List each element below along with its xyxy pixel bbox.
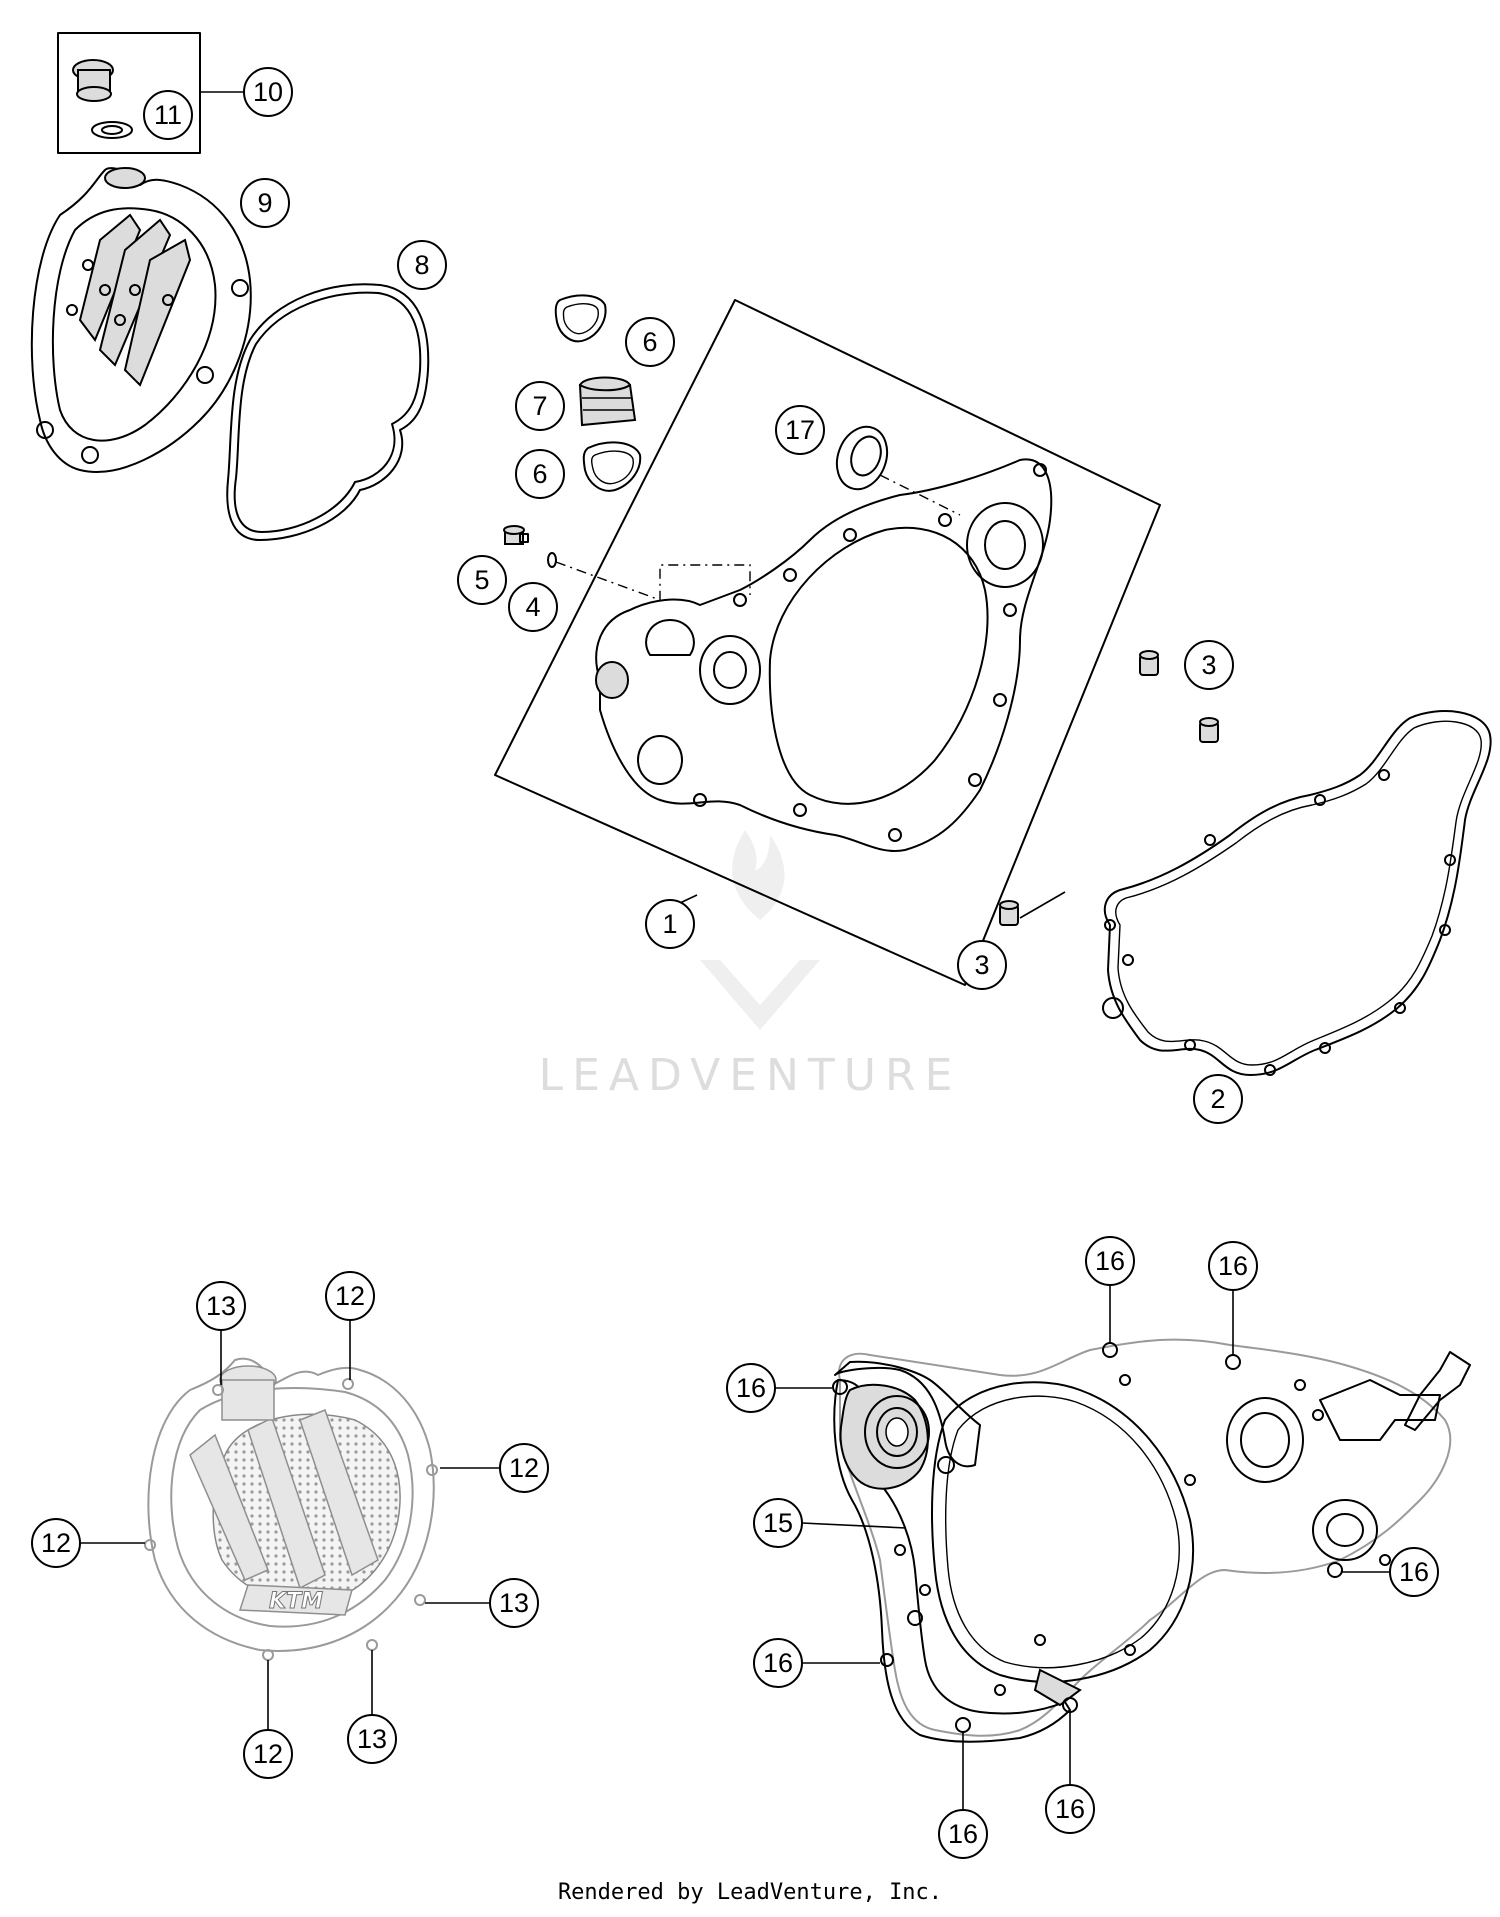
callout-6-top-label: 6 — [642, 327, 657, 357]
callout-12-bottom: 12 — [243, 1729, 293, 1779]
clutch-cover-guard: KTM — [144, 1357, 438, 1661]
callout-16-left-label: 16 — [736, 1373, 766, 1403]
callout-9: 9 — [240, 178, 290, 228]
callout-16-top-right-label: 16 — [1218, 1251, 1248, 1281]
callout-16-mid-left: 16 — [753, 1638, 803, 1688]
dowel-pin-2 — [1199, 717, 1219, 743]
callout-11: 11 — [143, 90, 193, 140]
callout-6-bottom: 6 — [515, 449, 565, 499]
callout-6-top: 6 — [625, 317, 675, 367]
callout-3-bottom-label: 3 — [974, 950, 989, 980]
callout-1: 1 — [645, 899, 695, 949]
ktm-logo: KTM — [269, 1589, 323, 1614]
washer — [547, 552, 557, 568]
oil-plug-box — [57, 32, 201, 154]
leader-lines — [80, 91, 1390, 1810]
callout-6-bottom-label: 6 — [532, 459, 547, 489]
callout-5: 5 — [457, 555, 507, 605]
callout-4-label: 4 — [525, 592, 540, 622]
cover-gasket-ring — [226, 283, 430, 541]
callout-16-bottom-left-label: 16 — [948, 1819, 978, 1849]
callout-13-right: 13 — [489, 1578, 539, 1628]
callout-10-label: 10 — [253, 77, 283, 107]
callout-12-top-label: 12 — [335, 1281, 365, 1311]
callout-16-left: 16 — [726, 1363, 776, 1413]
watermark-text: LEADVENTURE — [539, 1050, 962, 1101]
callout-15: 15 — [753, 1498, 803, 1548]
callout-3-top: 3 — [1184, 640, 1234, 690]
footer-credit: Rendered by LeadVenture, Inc. — [557, 1880, 943, 1905]
callout-16-bottom-left: 16 — [938, 1809, 988, 1859]
callout-16-mid-left-label: 16 — [763, 1648, 793, 1678]
shaft-seal — [835, 425, 889, 491]
callout-12-bottom-label: 12 — [253, 1739, 283, 1769]
callout-16-bottom-right-label: 16 — [1055, 1794, 1085, 1824]
callout-3-top-label: 3 — [1201, 650, 1216, 680]
callout-16-top-left-label: 16 — [1095, 1246, 1125, 1276]
callout-12-right-label: 12 — [509, 1453, 539, 1483]
callout-12-left: 12 — [31, 1518, 81, 1568]
callout-8-label: 8 — [414, 250, 429, 280]
callout-9-label: 9 — [257, 188, 272, 218]
oil-plug-assembly — [57, 32, 201, 154]
callout-16-top-right: 16 — [1208, 1241, 1258, 1291]
callout-5-label: 5 — [474, 565, 489, 595]
inner-clutch-cover — [595, 458, 1053, 852]
callout-13-top: 13 — [196, 1281, 246, 1331]
callout-12-right: 12 — [499, 1443, 549, 1493]
screw — [503, 525, 529, 545]
callout-2-label: 2 — [1210, 1084, 1225, 1114]
callout-16-right-label: 16 — [1399, 1557, 1429, 1587]
seal-pad-bottom — [582, 441, 642, 492]
callout-15-label: 15 — [763, 1508, 793, 1538]
callout-7: 7 — [515, 381, 565, 431]
callout-8: 8 — [397, 240, 447, 290]
rubber-block — [578, 376, 637, 427]
callout-4: 4 — [508, 582, 558, 632]
callout-10: 10 — [243, 67, 293, 117]
callout-16-bottom-right: 16 — [1045, 1784, 1095, 1834]
callout-17-label: 17 — [785, 415, 815, 445]
callout-2: 2 — [1193, 1074, 1243, 1124]
callout-13-right-label: 13 — [499, 1588, 529, 1618]
callout-17: 17 — [775, 405, 825, 455]
callout-12-left-label: 12 — [41, 1528, 71, 1558]
dowel-pin-3 — [999, 900, 1019, 926]
callout-12-top: 12 — [325, 1271, 375, 1321]
callout-3-bottom: 3 — [957, 940, 1007, 990]
inner-clutch-cover-group — [494, 299, 1161, 986]
callout-16-right: 16 — [1389, 1547, 1439, 1597]
callout-13-top-label: 13 — [206, 1291, 236, 1321]
clutch-cover-outer — [30, 167, 252, 473]
inner-cover-assembly — [832, 1338, 1471, 1743]
cover-gasket — [1102, 710, 1492, 1076]
callout-11-label: 11 — [154, 100, 182, 130]
callout-13-bottom: 13 — [347, 1714, 397, 1764]
callout-7-label: 7 — [532, 391, 547, 421]
callout-1-label: 1 — [662, 909, 677, 939]
part-1-frame — [494, 299, 1161, 986]
dowel-pin-1 — [1139, 650, 1159, 676]
callout-16-top-left: 16 — [1085, 1236, 1135, 1286]
watermark-logo — [700, 830, 820, 1030]
callout-13-bottom-label: 13 — [357, 1724, 387, 1754]
seal-pad-top — [554, 294, 607, 343]
